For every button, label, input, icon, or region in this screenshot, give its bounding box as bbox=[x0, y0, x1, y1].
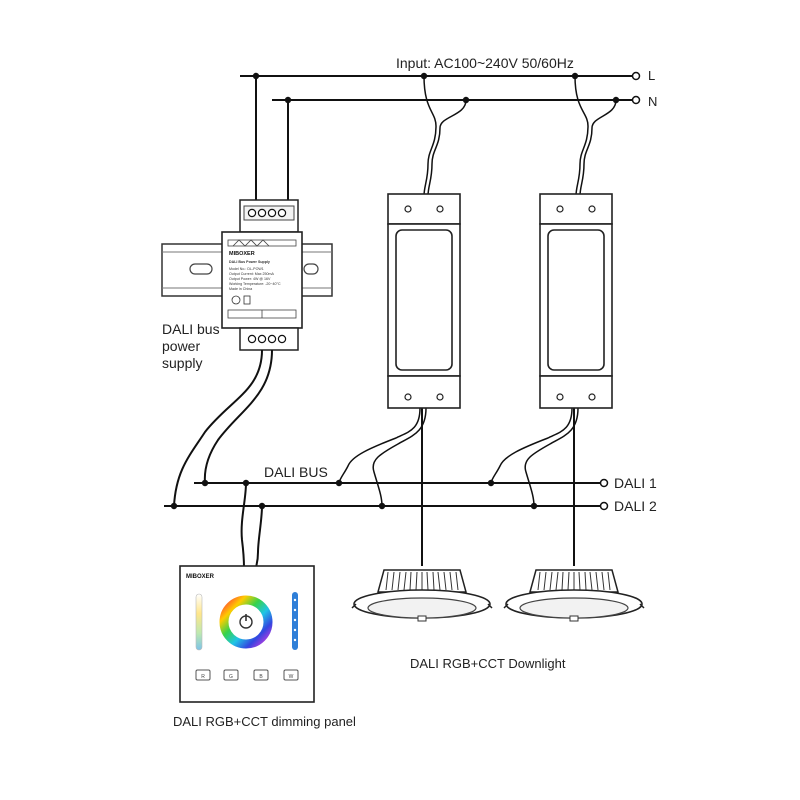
brightness-slider bbox=[195, 593, 203, 651]
zone-button bbox=[283, 669, 299, 681]
driver-light-wires bbox=[421, 408, 575, 566]
zone-button-label: G bbox=[229, 674, 233, 680]
dali-2-label: DALI 2 bbox=[614, 498, 657, 514]
psu-mains-wires bbox=[255, 76, 289, 210]
psu-spec-line: Model No.: DL-POW1 bbox=[229, 267, 264, 271]
line-n-terminal bbox=[631, 95, 641, 105]
dali-bus-label: DALI BUS bbox=[264, 464, 328, 480]
psu-label-line: DALI bus bbox=[162, 321, 220, 337]
zone-button-label: R bbox=[201, 674, 205, 680]
zone-button bbox=[195, 669, 211, 681]
zone-button bbox=[223, 669, 239, 681]
dimming-panel: MIBOXER R G B W bbox=[179, 565, 315, 703]
psu-brand: MIBOXER bbox=[229, 251, 255, 257]
panel-brand: MIBOXER bbox=[186, 574, 215, 580]
downlight bbox=[503, 569, 645, 622]
psu-spec-line: Working Temperature: -20~40°C bbox=[229, 282, 281, 286]
driver-bus-wires bbox=[338, 407, 579, 507]
dali-bus-power-supply: MIBOXER DALI Bus Power Supply Model No.:… bbox=[221, 199, 303, 351]
downlight-label: DALI RGB+CCT Downlight bbox=[410, 656, 566, 671]
panel-label: DALI RGB+CCT dimming panel bbox=[173, 714, 356, 729]
input-lines bbox=[240, 71, 641, 105]
junction-dot bbox=[170, 502, 178, 510]
zone-button bbox=[253, 669, 269, 681]
line-l-terminal bbox=[631, 71, 641, 81]
psu-spec-line: Made in China bbox=[229, 287, 252, 291]
color-wheel bbox=[219, 595, 273, 649]
led-driver bbox=[387, 193, 461, 409]
psu-spec-line: Output Power: 4W @ 16V bbox=[229, 277, 271, 281]
panel-bus-wires bbox=[240, 482, 263, 569]
led-driver bbox=[539, 193, 613, 409]
psu-product-title: DALI Bus Power Supply bbox=[229, 260, 270, 264]
psu-spec-line: Output Current: Max 250mA bbox=[229, 272, 275, 276]
psu-label-line: supply bbox=[162, 355, 202, 371]
psu-bus-wires bbox=[173, 349, 273, 507]
junction-dot bbox=[201, 479, 209, 487]
driver-mains-wires bbox=[423, 75, 617, 197]
input-label: Input: AC100~240V 50/60Hz bbox=[396, 55, 574, 71]
downlight bbox=[351, 569, 493, 622]
dali-1-terminal bbox=[599, 478, 609, 488]
line-n-label: N bbox=[648, 94, 657, 109]
dali-2-terminal bbox=[599, 501, 609, 511]
recycle-bin-icon bbox=[243, 295, 251, 305]
dali-1-label: DALI 1 bbox=[614, 475, 657, 491]
line-l-label: L bbox=[648, 68, 655, 83]
dali-bus-lines bbox=[164, 478, 609, 511]
psu-label-line: power bbox=[162, 338, 200, 354]
zone-button-label: B bbox=[259, 674, 263, 680]
zone-button-label: W bbox=[289, 674, 294, 680]
ce-mark-icon bbox=[231, 295, 241, 305]
